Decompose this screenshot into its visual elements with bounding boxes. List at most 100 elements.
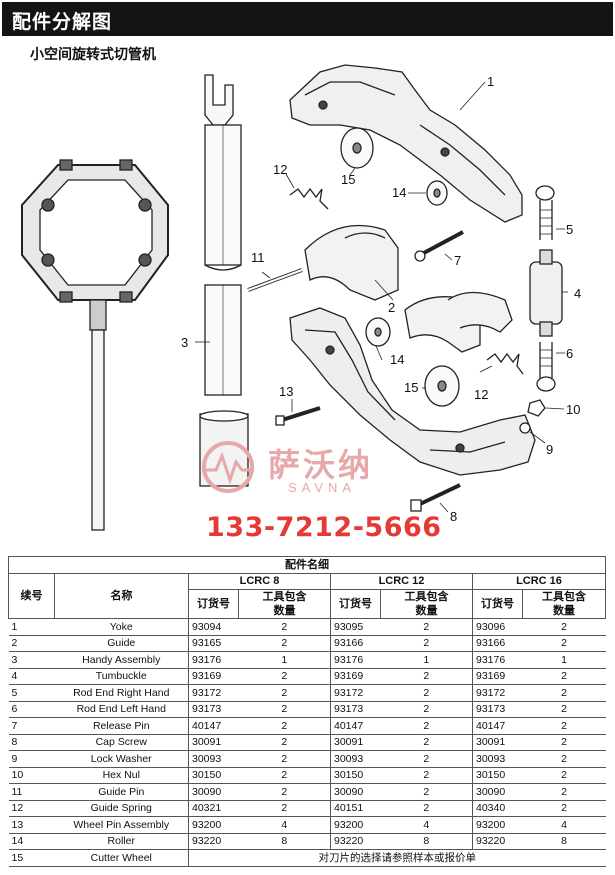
callout-6: 6: [566, 346, 573, 361]
table-cell: Tumbuckle: [54, 667, 189, 685]
table-cell: 2: [238, 766, 331, 784]
col-seq: 续号: [8, 572, 55, 619]
table-cell: 3: [8, 651, 55, 669]
table-cell: 30150: [472, 766, 523, 784]
table-cell: 93166: [330, 634, 381, 652]
table-cell: 2: [380, 799, 473, 817]
phone-number: 133-7212-5666: [206, 512, 442, 543]
table-cell: 2: [238, 783, 331, 801]
callout-8: 8: [450, 509, 457, 524]
table-cell: 30093: [188, 750, 239, 768]
table-cell: Wheel Pin Assembly: [54, 816, 189, 834]
table-cell: 4: [238, 816, 331, 834]
col-qty: 工具包含 数量: [380, 589, 473, 619]
table-cell: Rod End Left Hand: [54, 700, 189, 718]
callout-12b: 12: [474, 387, 488, 402]
table-cell: 2: [522, 717, 606, 735]
table-cell: Cutter Wheel: [54, 849, 189, 867]
table-cell: 13: [8, 816, 55, 834]
table-cell: 2: [522, 766, 606, 784]
col-order: 订货号: [188, 589, 239, 619]
table-cell: 93200: [330, 816, 381, 834]
table-cell: 40151: [330, 799, 381, 817]
table-cell: 1: [380, 651, 473, 669]
callout-15b: 15: [404, 380, 418, 395]
table-cell: 1: [8, 618, 55, 636]
table-cell: 2: [238, 717, 331, 735]
table-cell: 2: [380, 618, 473, 636]
table-cell: 93176: [330, 651, 381, 669]
table-cell: 8: [380, 832, 473, 850]
table-cell: 2: [238, 667, 331, 685]
table-cell: 93173: [330, 700, 381, 718]
table-cell: 40321: [188, 799, 239, 817]
table-cell: 2: [380, 634, 473, 652]
table-cell: Guide Spring: [54, 799, 189, 817]
table-cell: 30090: [330, 783, 381, 801]
turnbuckle-assembly: [529, 185, 563, 392]
table-cell: 2: [522, 618, 606, 636]
table-cell: 93165: [188, 634, 239, 652]
leader-lines: [195, 81, 568, 513]
table-cell: 2: [238, 634, 331, 652]
table-cell: Roller: [54, 832, 189, 850]
table-cell: 93094: [188, 618, 239, 636]
table-cell: Hex Nul: [54, 766, 189, 784]
table-cell: 2: [238, 799, 331, 817]
table-cell: 93096: [472, 618, 523, 636]
table-cell: 2: [238, 733, 331, 751]
handle-assembly: [199, 74, 249, 487]
table-cell: 2: [380, 684, 473, 702]
table-cell: Guide Pin: [54, 783, 189, 801]
callout-15a: 15: [341, 172, 355, 187]
table-cell: Lock Washer: [54, 750, 189, 768]
table-cell: 2: [522, 783, 606, 801]
table-cell: 2: [380, 783, 473, 801]
cutter-wheel-note: 对刀片的选择请参照样本或报价单: [188, 849, 606, 867]
table-cell: 93220: [330, 832, 381, 850]
callout-13: 13: [279, 384, 293, 399]
lower-yoke: [289, 307, 536, 476]
table-cell: 2: [522, 700, 606, 718]
assembled-view: [21, 159, 169, 531]
table-cell: Yoke: [54, 618, 189, 636]
table-cell: 10: [8, 766, 55, 784]
callout-1: 1: [487, 74, 494, 89]
table-cell: 30093: [330, 750, 381, 768]
table-cell: 30150: [188, 766, 239, 784]
cap-screws: [275, 399, 546, 512]
table-cell: 30093: [472, 750, 523, 768]
table-cell: 2: [238, 618, 331, 636]
table-cell: 93220: [188, 832, 239, 850]
table-cell: 93173: [472, 700, 523, 718]
model-lcrc16: LCRC 16: [472, 572, 606, 590]
callout-14b: 14: [390, 352, 404, 367]
exploded-diagram: 1 2 3 4 5 6 7 8 9 10 11 12 12 13 14 14 1…: [21, 64, 581, 531]
callout-7: 7: [454, 253, 461, 268]
table-cell: 93095: [330, 618, 381, 636]
col-order: 订货号: [472, 589, 523, 619]
model-lcrc8: LCRC 8: [188, 572, 331, 590]
product-subtitle: 小空间旋转式切管机: [30, 46, 156, 62]
table-cell: 93176: [472, 651, 523, 669]
callout-3: 3: [181, 335, 188, 350]
rollers: [340, 127, 460, 407]
table-cell: 15: [8, 849, 55, 867]
table-cell: 2: [380, 667, 473, 685]
table-cell: 8: [522, 832, 606, 850]
table-cell: 93173: [188, 700, 239, 718]
callout-14a: 14: [392, 185, 406, 200]
model-lcrc12: LCRC 12: [330, 572, 473, 590]
table-cell: 40147: [472, 717, 523, 735]
table-cell: 2: [380, 750, 473, 768]
callout-10: 10: [566, 402, 580, 417]
table-cell: 30150: [330, 766, 381, 784]
col-qty: 工具包含 数量: [522, 589, 606, 619]
table-cell: 2: [522, 634, 606, 652]
table-cell: 93200: [188, 816, 239, 834]
